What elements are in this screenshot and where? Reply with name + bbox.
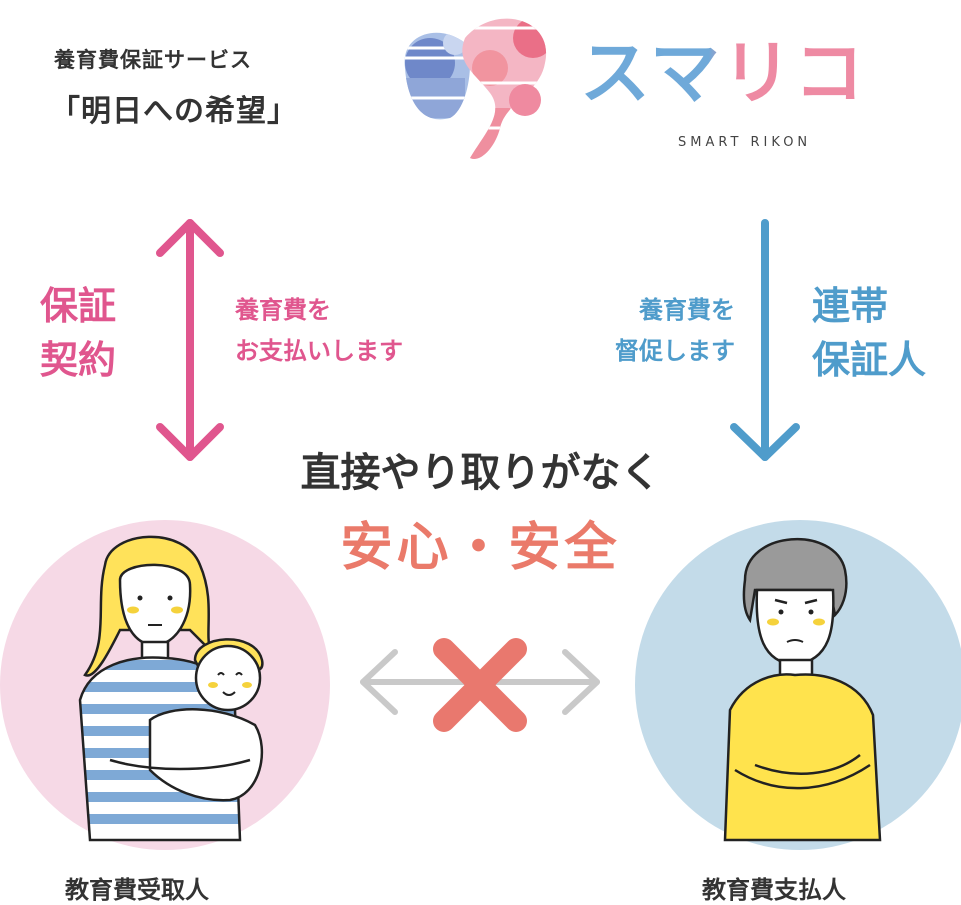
headline: 直接やり取りがなく <box>300 450 661 496</box>
brand-subtitle: SMART RIKON <box>678 135 812 150</box>
label-line: 連帯 <box>812 284 889 328</box>
label-line: 契約 <box>40 337 117 382</box>
note-line: お支払いします <box>235 337 403 366</box>
service-title: 養育費保証サービス <box>54 48 252 72</box>
recipient-caption: 教育費受取人 <box>65 876 209 904</box>
down-arrow-icon <box>730 219 800 461</box>
guarantee-contract-label: 保証 契約 <box>40 280 116 388</box>
brand-name: スマリコ <box>580 38 866 108</box>
note-line: 督促します <box>615 337 735 366</box>
baby-body <box>148 708 264 802</box>
smarico-logo-icon <box>404 18 547 159</box>
baby-face <box>194 644 262 712</box>
recipient-illustration <box>0 520 330 850</box>
note-line: 養育費を <box>235 296 331 324</box>
label-line: 保証人 <box>812 337 927 382</box>
double-headed-vertical-arrow-icon <box>156 219 224 461</box>
payer-illustration <box>635 520 961 850</box>
dun-note: 養育費を 督促します <box>570 290 735 373</box>
joint-guarantor-label: 連帯 保証人 <box>812 280 926 388</box>
brand-name-text: スマリコ <box>580 32 866 114</box>
man-hair <box>742 538 848 624</box>
mother-face <box>118 563 192 647</box>
man-sweater <box>723 673 882 842</box>
payer-caption: 教育費支払人 <box>702 876 846 904</box>
label-line: 保証 <box>40 284 117 328</box>
safety-headline: 安心・安全 <box>340 518 621 578</box>
pay-note: 養育費を お支払いします <box>235 290 403 373</box>
service-tagline: 「明日への希望」 <box>50 94 298 129</box>
cross-mark-icon <box>433 638 527 732</box>
note-line: 養育費を <box>639 296 735 324</box>
